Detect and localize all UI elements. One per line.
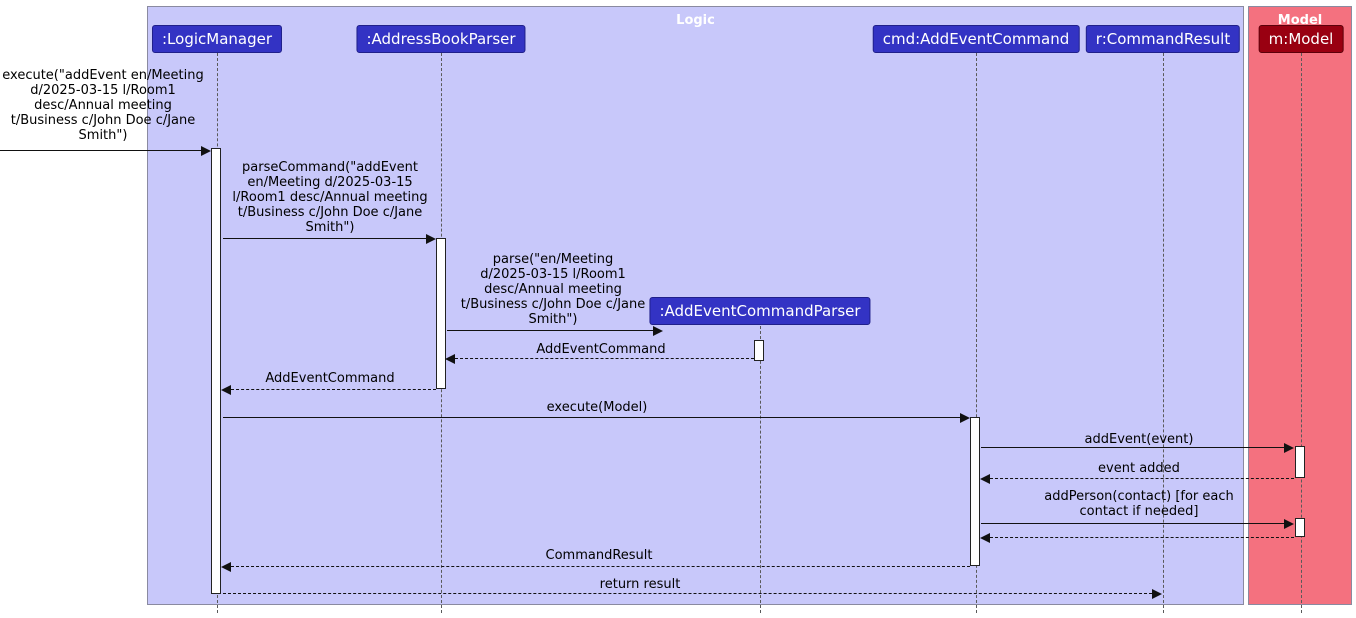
activation-logicmanager	[211, 148, 221, 594]
message-label-execute: execute("addEvent en/Meeting d/2025-03-1…	[2, 68, 204, 143]
message-label-addeventcommand-2: AddEventCommand	[265, 371, 395, 386]
arrow-return-commandresult	[221, 561, 970, 572]
message-label-commandresult: CommandResult	[545, 548, 653, 563]
lifeline-addeventcommand	[976, 53, 977, 613]
participant-logicmanager: :LogicManager	[151, 25, 283, 53]
participant-commandresult: r:CommandResult	[1085, 25, 1241, 53]
arrow-return-event-added	[980, 473, 1294, 484]
arrow-return-addeventcommand-1	[445, 353, 754, 364]
activation-addressbookparser	[436, 238, 446, 389]
participant-addressbookparser: :AddressBookParser	[356, 25, 526, 53]
lifeline-commandresult	[1163, 53, 1164, 613]
lifeline-addeventcommandparser	[760, 326, 761, 613]
message-label-execute-model: execute(Model)	[546, 400, 648, 415]
arrow-return-result	[223, 588, 1162, 599]
frame-model: Model	[1248, 6, 1352, 605]
arrow-addevent	[981, 442, 1294, 453]
activation-addeventcommand	[970, 417, 980, 566]
message-label-addeventcommand-1: AddEventCommand	[536, 342, 666, 357]
message-label-return-result: return result	[599, 577, 681, 592]
frame-logic-label: Logic	[676, 13, 715, 28]
message-label-addperson: addPerson(contact) [for each contact if …	[1044, 489, 1234, 519]
frame-model-label: Model	[1277, 13, 1323, 28]
arrow-parsecommand	[223, 233, 436, 244]
activation-model-addperson	[1295, 518, 1305, 537]
message-label-parsecommand: parseCommand("addEvent en/Meeting d/2025…	[232, 160, 428, 235]
participant-addeventcommand: cmd:AddEventCommand	[872, 25, 1080, 53]
participant-model: m:Model	[1258, 25, 1344, 53]
lifeline-model	[1301, 53, 1302, 613]
arrow-return-addeventcommand-2	[221, 384, 436, 395]
arrow-addperson	[981, 518, 1294, 529]
message-label-event-added: event added	[1098, 461, 1180, 476]
arrow-return-addperson	[980, 532, 1294, 543]
activation-addeventcommandparser	[754, 340, 764, 361]
message-label-addevent: addEvent(event)	[1084, 432, 1194, 447]
arrow-execute-model	[223, 412, 970, 423]
activation-model-addevent	[1295, 446, 1305, 478]
message-label-parse: parse("en/Meeting d/2025-03-15 l/Room1 d…	[460, 252, 646, 327]
arrow-execute	[0, 145, 211, 156]
participant-addeventcommandparser: :AddEventCommandParser	[649, 297, 871, 325]
arrow-parse	[447, 325, 663, 336]
